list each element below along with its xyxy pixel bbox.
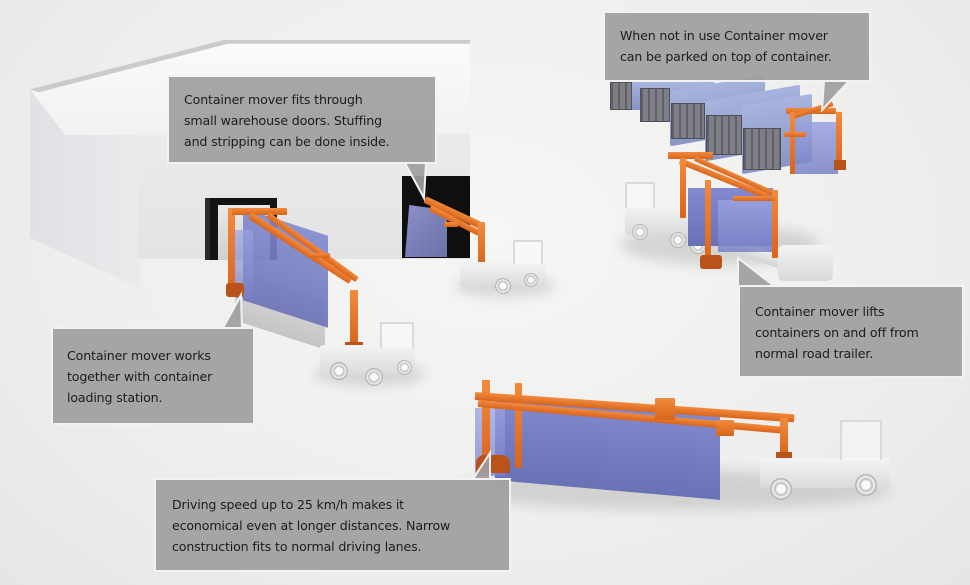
callout-line: Driving speed up to 25 km/h makes it xyxy=(172,497,404,512)
callout-line: construction fits to normal driving lane… xyxy=(172,539,422,554)
callout-road-trailer: Container mover lifts containers on and … xyxy=(738,285,964,378)
callout-driving-speed: Driving speed up to 25 km/h makes it eco… xyxy=(154,478,511,572)
callout-warehouse-doors: Container mover fits through small wareh… xyxy=(167,75,437,164)
callout-loading-station: Container mover works together with cont… xyxy=(51,327,255,425)
callout-line: economical even at longer distances. Nar… xyxy=(172,518,451,533)
callout-line: together with container xyxy=(67,369,213,384)
callout-line: small warehouse doors. Stuffing xyxy=(184,113,382,128)
callout-line: normal road trailer. xyxy=(755,346,874,361)
callout-parked-on-container: When not in use Container mover can be p… xyxy=(603,11,871,82)
callout-line: Container mover works xyxy=(67,348,211,363)
callout-line: containers on and off from xyxy=(755,325,919,340)
callout-line: and stripping can be done inside. xyxy=(184,134,390,149)
callout-line: Container mover lifts xyxy=(755,304,885,319)
callout-line: Container mover fits through xyxy=(184,92,363,107)
callout-line: can be parked on top of container. xyxy=(620,49,832,64)
callout-line: loading station. xyxy=(67,390,163,405)
callout-line: When not in use Container mover xyxy=(620,28,828,43)
